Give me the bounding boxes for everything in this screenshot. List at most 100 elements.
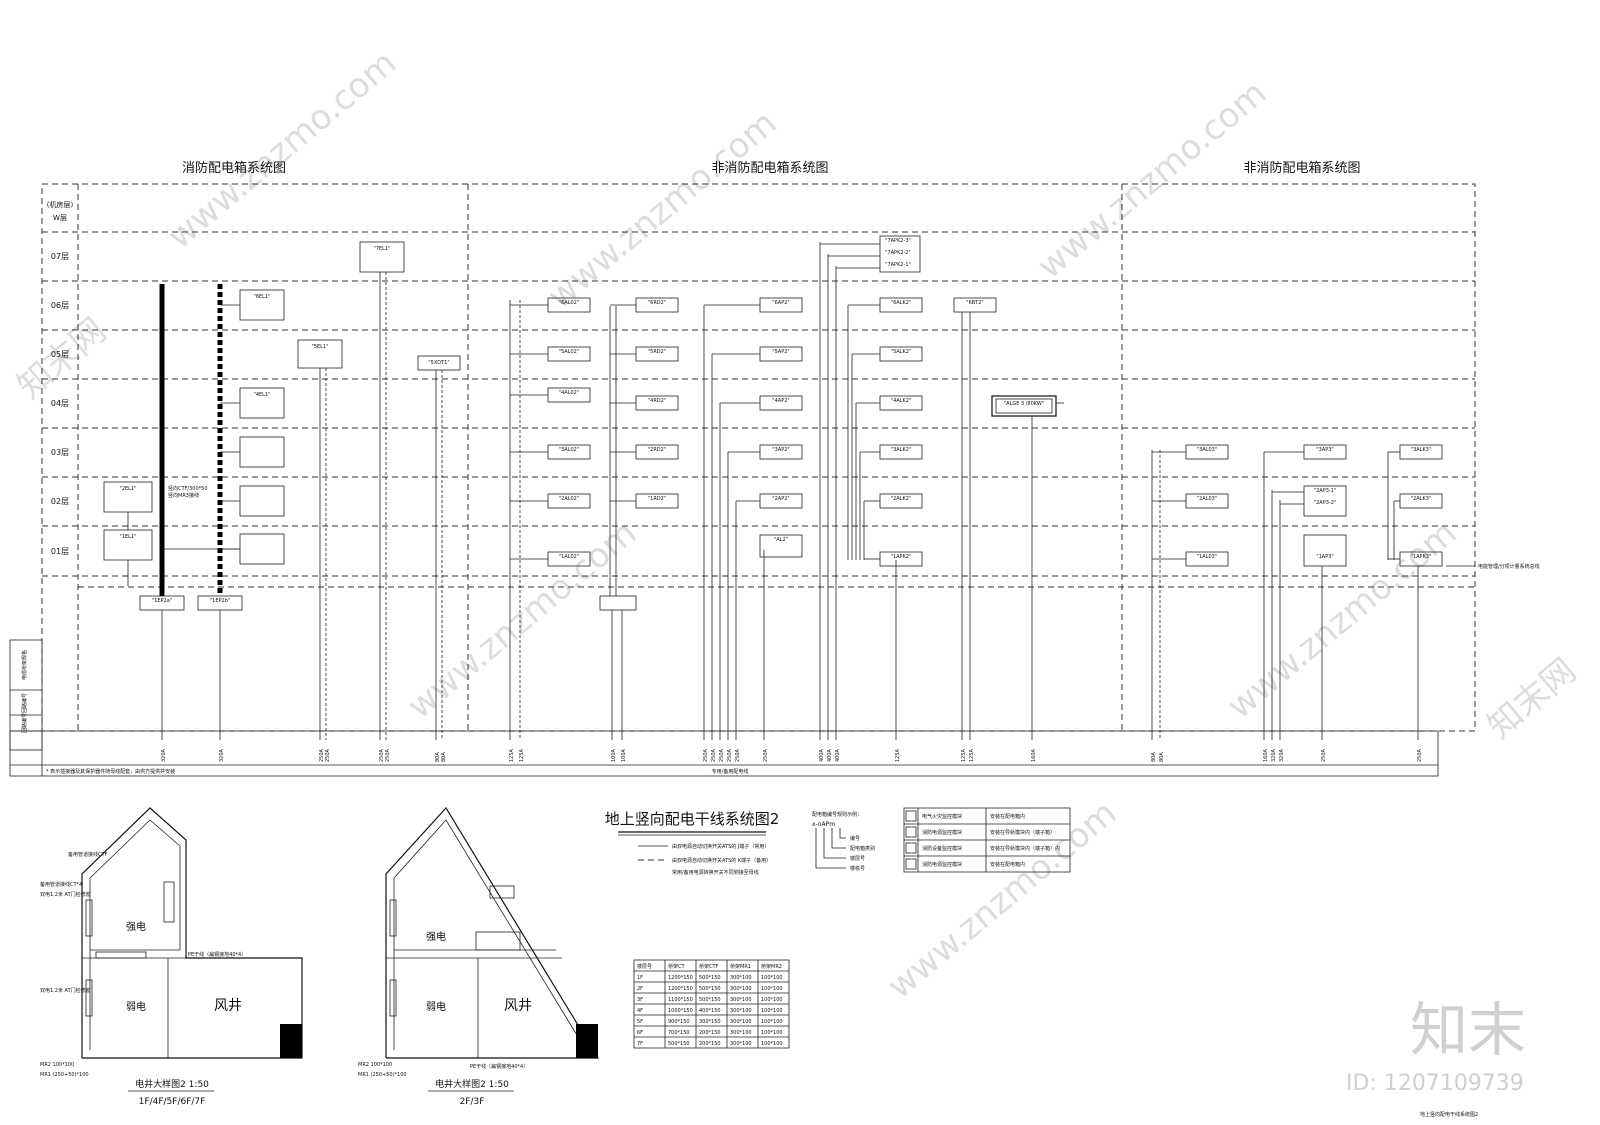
corner-title: 地上竖向配电干线系统图2 (1420, 1111, 1478, 1118)
table-cell: 3F (637, 997, 643, 1003)
symbol-desc: 安装在配电箱内 (990, 861, 1025, 868)
floor-label: 02层 (51, 497, 69, 506)
box-label: "1EP2a" (152, 598, 172, 604)
nonfire-rd-column: "6RD2" "5RD2" "4RD2" "2RD2" "1RD2" (599, 297, 679, 740)
table-cell: 300*100 (730, 1030, 752, 1036)
breaker-label: 320A (1271, 748, 1277, 762)
watermark-layer: www.znzmo.com www.znzmo.com www.znzmo.co… (10, 43, 1584, 1007)
breaker-label: 400A (819, 748, 825, 762)
table-cell: 500*150 (668, 1041, 690, 1047)
table-cell: 1200*150 (668, 986, 693, 992)
table-cell: 1000*150 (668, 1008, 693, 1014)
breaker-label: 250A (379, 748, 385, 762)
table-header-cell: 楼层号 (637, 963, 652, 970)
box-label: "3AL03" (1197, 447, 1217, 453)
bottom-note-2: 专用/备用配电线 (712, 768, 749, 775)
table-cell: 100*100 (761, 1019, 783, 1025)
floor-label: 03层 (51, 448, 69, 457)
breaker-label: 320A (1279, 748, 1285, 762)
code-part: 楼层号 (850, 855, 865, 862)
shaft-detail-1: 强电 弱电 风井 PE干线（扁钢接地40*4） 备用管道接线CTF 备用管道接线… (40, 807, 303, 1107)
box-label: "5ALK2" (891, 349, 911, 355)
breaker-label: 250A (711, 748, 717, 762)
floor-label: 06层 (51, 301, 69, 310)
table-cell: 300*100 (730, 1019, 752, 1025)
table-cell: 100*100 (761, 1030, 783, 1036)
box-label: "3AL02" (559, 447, 579, 453)
detail-label: 备用管道接线CTF (68, 851, 108, 858)
table-header-cell: 桥架CTF (699, 963, 719, 970)
table-cell: 1F (637, 975, 643, 981)
breaker-label: 80A (435, 752, 441, 762)
box-label: "6AP2" (772, 300, 789, 306)
room-strong: 强电 (426, 930, 446, 943)
box-label: "5AL02" (559, 349, 579, 355)
box-label: "3AP2" (772, 447, 789, 453)
room-strong: 强电 (126, 920, 146, 933)
table-cell: 200*150 (699, 1041, 721, 1047)
table-header-cell: 桥架CT (668, 963, 685, 970)
breaker-label: 125A (969, 748, 975, 762)
box-label: "2AP3-1" (1314, 488, 1336, 494)
nonfire-section-2: "3AL03" "2AL03" "1AL03" "3AP3" "2AP3-1" … (1151, 444, 1540, 740)
breaker-label: 250A (319, 748, 325, 762)
watermark-site: www.znzmo.com (880, 793, 1124, 1007)
box-label: "7APK2-1" (885, 262, 911, 268)
table-cell: 4F (637, 1008, 643, 1014)
system-frame (41, 183, 1476, 732)
box-label: "5AP2" (772, 349, 789, 355)
detail-label: 备用管道接线CT*4 (40, 881, 82, 888)
symbol-label: 消防设备监控模块 (922, 845, 962, 852)
table-cell: 700*150 (668, 1030, 690, 1036)
breaker-label: 250A (727, 748, 733, 762)
box-label: "2RD2" (648, 447, 666, 453)
table-cell: 500*150 (699, 986, 721, 992)
breaker-label: 125A (509, 748, 515, 762)
symbol-table: 电气火灾监控模块 安装在配电箱内 消防电源监控模块 安装在导轨模块内（端子箱） … (903, 807, 1071, 873)
breaker-label: 160A (1263, 748, 1269, 762)
box-label: "5RD2" (648, 349, 666, 355)
row-header-table: 电缆桥架规格 回路编号 回路编号 (9, 639, 43, 751)
room-weak: 弱电 (126, 1000, 146, 1013)
brand-watermark: 知末 (1410, 996, 1526, 1064)
breaker-label: 320A (161, 748, 167, 762)
breaker-label: 250A (703, 748, 709, 762)
table-cell: 900*150 (668, 1019, 690, 1025)
box-label: "4EL1" (254, 392, 271, 398)
table-cell: 100*100 (761, 1008, 783, 1014)
box-label: "2AL03" (1197, 496, 1217, 502)
table-cell: 1200*150 (668, 975, 693, 981)
breaker-label: 80A (1151, 752, 1157, 762)
nonfire-lighting-column: "6AL02" "5AL02" "4AL02" "3AL02" "2AL02" … (509, 297, 591, 740)
breaker-label: 250A (763, 748, 769, 762)
breaker-label: 250A (735, 748, 741, 762)
box-label: "7APK2-2" (885, 250, 911, 256)
watermark-site: www.znzmo.com (400, 513, 644, 727)
breaker-label: 400A (835, 748, 841, 762)
breaker-label: 125A (519, 748, 525, 762)
code-part: 配电箱类别 (850, 845, 875, 852)
row-label: 回路编号 (21, 693, 28, 713)
table-cell: 300*100 (730, 1008, 752, 1014)
table-cell: 100*100 (761, 997, 783, 1003)
bottom-note: * 表示插接器及其保护器件随母线配套，由供方提供并安装 (46, 768, 175, 775)
detail-floors: 2F/3F (460, 1097, 485, 1107)
row-label: 电缆桥架规格 (21, 650, 28, 680)
breaker-label: 250A (385, 748, 391, 762)
table-header-cell: 桥架MR2 (761, 963, 782, 970)
floor-labels: (机房层) W层 07层 06层 05层 04层 03层 02层 01层 (47, 200, 74, 556)
code-part: 编号 (850, 835, 860, 842)
symbol-desc: 安装在配电箱内 (990, 813, 1025, 820)
box-label: "4ALK2" (891, 398, 911, 404)
bus-frame: * 表示插接器及其保护器件随母线配套，由供方提供并安装 专用/备用配电线 (9, 730, 1439, 777)
breaker-label: 250A (719, 748, 725, 762)
box-label: "1APK3" (1411, 554, 1432, 560)
box-label: "6RD2" (648, 300, 666, 306)
shaft-detail-2: 强电 弱电 风井 PE干线（扁钢接地40*4） MR2 100*100 MR1 … (358, 807, 600, 1107)
floor-label: W层 (53, 214, 67, 222)
code-title: 配电箱编号规则示例： (812, 811, 862, 818)
box-label: "1RD2" (648, 496, 666, 502)
mr1-note: MR1 (250+50)*100 (358, 1072, 407, 1078)
drawing-title: 地上竖向配电干线系统图2 (605, 810, 780, 828)
